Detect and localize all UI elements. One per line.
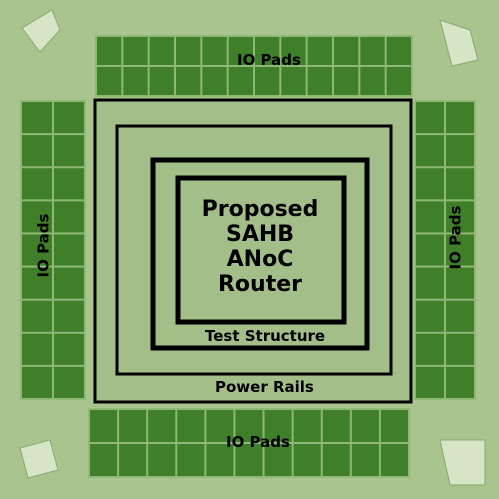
io-pad-cell — [416, 102, 444, 133]
io-pad-cell — [54, 301, 84, 332]
test-structure-label: Test Structure — [205, 329, 325, 344]
io-pad-cell — [323, 444, 350, 476]
io-pad-cell — [294, 444, 321, 476]
io-pad-cell — [54, 268, 84, 299]
io-pad-cell — [54, 168, 84, 199]
io-pad-cell — [255, 67, 279, 95]
router-label-line-3: ANoC — [180, 247, 340, 272]
io-pad-cell — [381, 444, 408, 476]
io-pad-cell — [150, 67, 174, 95]
io-pad-cell — [177, 410, 204, 442]
io-pad-cell — [22, 135, 52, 166]
io-pad-cell — [323, 410, 350, 442]
io-pad-cell — [334, 67, 358, 95]
io-pad-cell — [54, 201, 84, 232]
io-pad-cell — [97, 37, 121, 65]
io-pad-cell — [22, 367, 52, 398]
io-pad-cell — [416, 367, 444, 398]
io-pad-cell — [176, 37, 200, 65]
io-pad-cell — [22, 102, 52, 133]
io-pads-right-label: IO Pads — [448, 206, 463, 270]
io-pad-cell — [90, 410, 117, 442]
io-pad-cell — [416, 135, 444, 166]
router-label-line-2: SAHB — [180, 222, 340, 247]
io-pad-cell — [177, 444, 204, 476]
io-pad-cell — [446, 102, 474, 133]
io-pads-top-label: IO Pads — [237, 53, 301, 68]
io-pad-cell — [360, 67, 384, 95]
io-pad-cell — [22, 301, 52, 332]
router-label: Proposed SAHB ANoC Router — [180, 197, 340, 297]
io-pad-cell — [54, 334, 84, 365]
io-pad-cell — [229, 67, 253, 95]
io-pad-bank-left — [20, 100, 86, 400]
io-pad-cell — [446, 135, 474, 166]
io-pad-cell — [387, 67, 411, 95]
io-pad-cell — [446, 301, 474, 332]
io-pad-cell — [446, 268, 474, 299]
io-pad-cell — [148, 410, 175, 442]
io-pad-cell — [150, 37, 174, 65]
io-pad-bank-right — [414, 100, 476, 400]
io-pad-cell — [446, 168, 474, 199]
io-pad-cell — [352, 410, 379, 442]
io-pad-cell — [308, 67, 332, 95]
io-pad-cell — [416, 301, 444, 332]
io-pad-cell — [446, 334, 474, 365]
io-pad-cell — [352, 444, 379, 476]
router-label-line-4: Router — [180, 272, 340, 297]
io-pad-cell — [22, 168, 52, 199]
io-pad-cell — [416, 168, 444, 199]
io-pad-cell — [22, 334, 52, 365]
io-pad-cell — [90, 444, 117, 476]
io-pad-cell — [446, 367, 474, 398]
power-rails-label: Power Rails — [215, 380, 314, 395]
router-label-line-1: Proposed — [180, 197, 340, 222]
io-pad-cell — [54, 135, 84, 166]
io-pad-cell — [148, 444, 175, 476]
io-pads-bottom-label: IO Pads — [226, 435, 290, 450]
io-pad-cell — [416, 201, 444, 232]
io-pad-cell — [294, 410, 321, 442]
io-pad-cell — [54, 234, 84, 265]
io-pad-cell — [176, 67, 200, 95]
io-pad-cell — [360, 37, 384, 65]
io-pad-cell — [334, 37, 358, 65]
io-pad-cell — [54, 102, 84, 133]
io-pad-cell — [202, 67, 226, 95]
io-pad-cell — [97, 67, 121, 95]
io-pad-cell — [123, 37, 147, 65]
io-pad-cell — [416, 268, 444, 299]
io-pad-cell — [416, 234, 444, 265]
io-pad-cell — [308, 37, 332, 65]
io-pad-cell — [416, 334, 444, 365]
io-pad-cell — [202, 37, 226, 65]
io-pad-cell — [54, 367, 84, 398]
io-pad-cell — [381, 410, 408, 442]
io-pad-cell — [119, 444, 146, 476]
io-pad-cell — [281, 67, 305, 95]
io-pad-cell — [123, 67, 147, 95]
io-pads-left-label: IO Pads — [36, 214, 51, 278]
io-pad-cell — [119, 410, 146, 442]
io-pad-cell — [387, 37, 411, 65]
